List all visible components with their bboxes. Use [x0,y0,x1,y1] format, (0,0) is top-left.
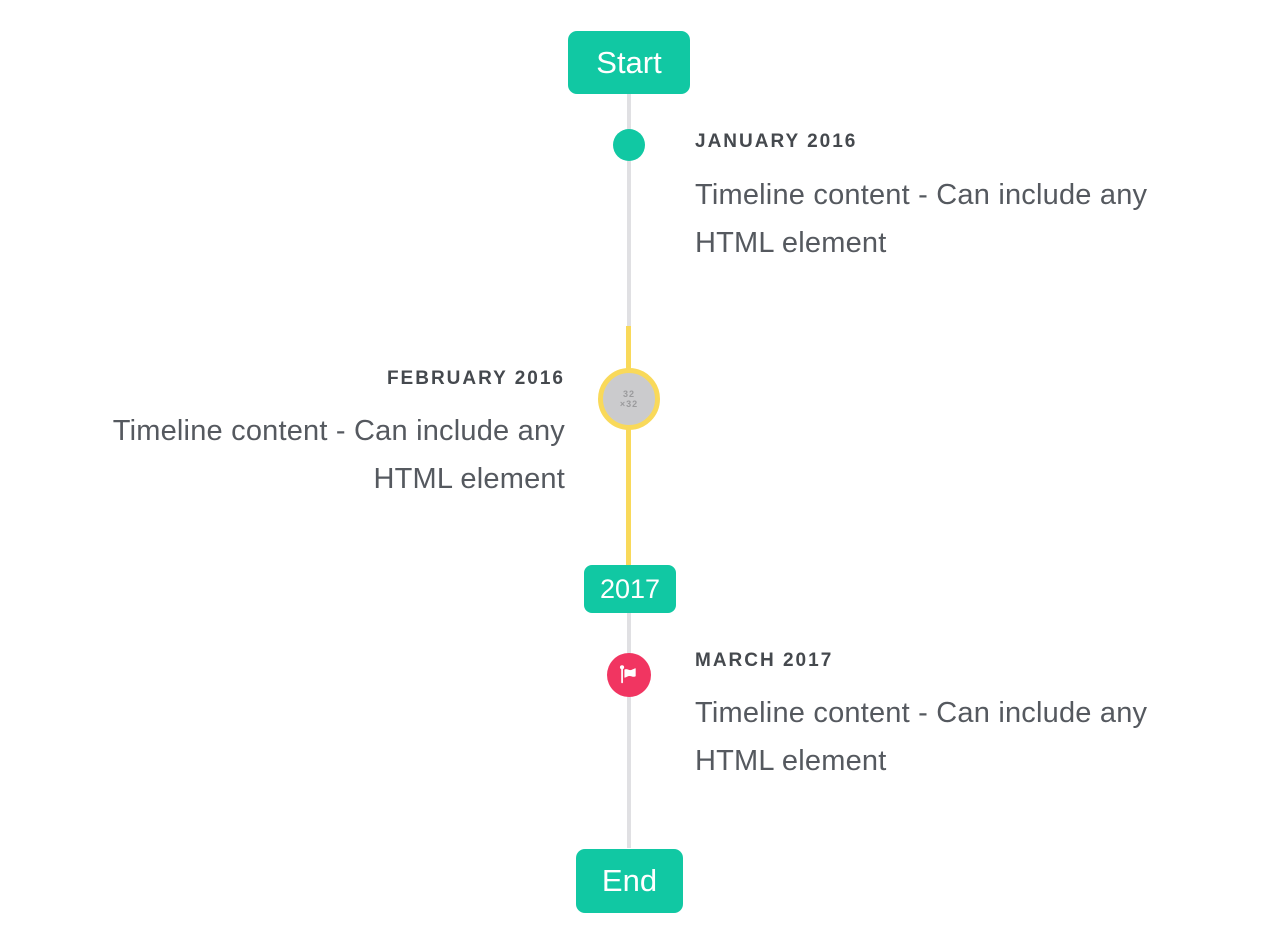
image-placeholder-text-line1: 32 [622,389,635,399]
timeline-line-segment-top [627,93,631,326]
timeline-bullet-image-placeholder: 32 ×32 [598,368,660,430]
timeline-item-content: Timeline content - Can include any HTML … [112,415,565,495]
timeline-item-title: JANUARY 2016 [695,131,858,152]
timeline-item-title: FEBRUARY 2016 [386,368,565,389]
image-placeholder-text-line2: ×32 [619,399,639,409]
timeline-bullet-flag [607,653,651,697]
timeline-item-title: MARCH 2017 [695,650,834,671]
timeline-year-label: 2017 [599,573,661,604]
timeline-line-segment-bottom [627,613,631,848]
timeline-item-content: Timeline content - Can include any HTML … [695,179,1148,259]
timeline-end-label: End [601,863,658,898]
timeline-line-segment-highlighted [626,326,631,566]
flag-icon [619,665,636,684]
timeline-start-label: Start [596,44,662,80]
timeline-end-badge: End [576,849,683,913]
timeline-item-content: Timeline content - Can include any HTML … [695,697,1148,777]
timeline-year-badge: 2017 [584,565,676,613]
timeline-start-badge: Start [568,31,690,94]
timeline-bullet-dot [613,129,645,161]
